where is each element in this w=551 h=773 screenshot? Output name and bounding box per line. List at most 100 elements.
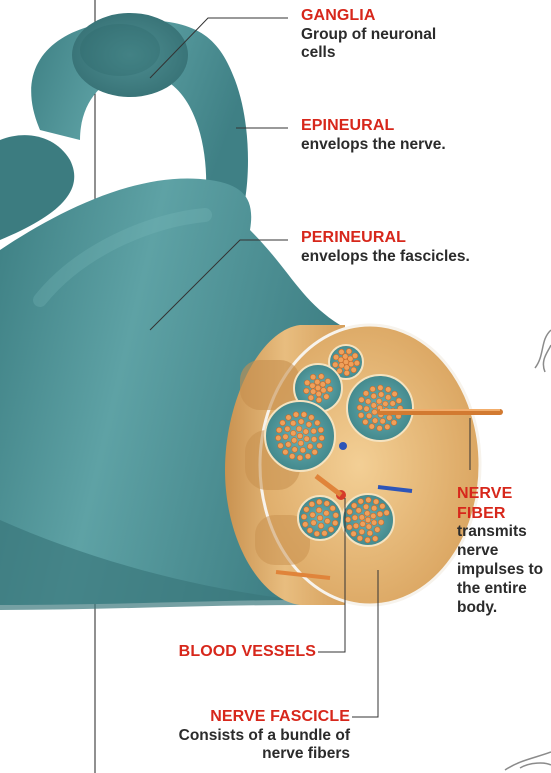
- nerve-fiber-dot: [385, 424, 391, 430]
- nerve-fiber-dot: [378, 520, 384, 526]
- nerve-fiber-dot: [280, 420, 286, 426]
- nerve-fiber-dot: [322, 531, 328, 537]
- nerve-fiber-dot: [317, 499, 323, 505]
- nerve-fiber-dot: [352, 515, 358, 521]
- nerve-fiber-dot: [291, 438, 297, 444]
- nerve-fiber-dot: [363, 419, 369, 425]
- nerve-fiber-dot: [286, 415, 292, 421]
- nerve-fiber-description: transmits nerve impulses to the entire b…: [457, 523, 549, 618]
- nerve-fiber-dot: [383, 401, 389, 407]
- nerve-fiber-dot: [317, 443, 323, 449]
- epineural-description: envelops the nerve.: [301, 136, 531, 155]
- nerve-fiber-dot: [396, 398, 402, 404]
- nerve-fiber-dot: [380, 418, 386, 424]
- nerve-fiber-dot: [371, 505, 377, 511]
- nerve-fiber-dot: [347, 524, 353, 530]
- nerve-fiber-dot: [387, 415, 393, 421]
- nerve-fiber-dot: [339, 349, 345, 355]
- nerve-fiber-dot: [344, 370, 350, 376]
- nerve-fiber-dot: [297, 455, 303, 461]
- nerve-fiber-dot: [298, 419, 304, 425]
- nerve-fiber-dot: [317, 515, 323, 521]
- nerve-fiber-dot: [363, 391, 369, 397]
- nerve-fiber-dot: [303, 522, 309, 528]
- nerve-fiber-dot: [353, 523, 359, 529]
- nerve-fiber-dot: [314, 531, 320, 537]
- background-neuron-sketch-top: [535, 330, 551, 372]
- nerve-fiber-dot: [310, 374, 316, 380]
- nerve-fiber-dot: [286, 442, 292, 448]
- nerve-fiber-dot: [352, 353, 358, 359]
- nerve-fiber-dot: [367, 530, 373, 536]
- nerve-fiber-dot: [371, 393, 377, 399]
- nerve-fiber-dot: [325, 379, 331, 385]
- nerve-fiber-dot: [304, 507, 310, 513]
- nerve-fiber-dot: [360, 521, 366, 527]
- nerve-fiber-dot: [304, 380, 310, 386]
- nerve-fiber-dot: [304, 436, 310, 442]
- nerve-fiber-dot: [307, 444, 313, 450]
- nerve-fiber-dot: [369, 424, 375, 430]
- nerve-fiber-dot: [332, 520, 338, 526]
- nerve-fiber-label: NERVE FIBER transmits nerve impulses to …: [457, 484, 549, 618]
- perineural-description: envelops the fascicles.: [301, 248, 541, 267]
- nerve-fiber-dot: [377, 425, 383, 431]
- nerve-fiber-dot: [377, 511, 383, 517]
- nerve-fiber-dot: [333, 354, 339, 360]
- perineural-title: PERINEURAL: [301, 228, 541, 248]
- nerve-fiber-dot: [318, 523, 324, 529]
- nerve-fiber-dot: [364, 511, 370, 517]
- nerve-fiber-dot: [385, 395, 391, 401]
- nerve-fiber-dot: [365, 517, 371, 523]
- nerve-fiber-dot: [364, 406, 370, 412]
- nerve-fiber-dot: [347, 509, 353, 515]
- nerve-fiber-dot: [344, 365, 350, 371]
- nerve-fiber-dot: [309, 501, 315, 507]
- nerve-fiber-dot: [285, 426, 291, 432]
- nerve-fiber-dot: [324, 394, 330, 400]
- nerve-fiber-dot: [356, 508, 362, 514]
- nerve-fiber-dot: [392, 391, 398, 397]
- ganglion-texture: [80, 24, 160, 76]
- nerve-fiber-dot: [307, 528, 313, 534]
- nerve-fiber-dot: [390, 401, 396, 407]
- nerve-fiber-dot: [375, 527, 381, 533]
- nerve-fiber-dot: [359, 397, 365, 403]
- nerve-fascicle-label: NERVE FASCICLE Consists of a bundle of n…: [120, 707, 350, 764]
- nerve-fiber-dot: [306, 422, 312, 428]
- nerve-fiber-dot: [278, 443, 284, 449]
- nerve-fiber-dot: [291, 430, 297, 436]
- nerve-fiber-dot: [330, 506, 336, 512]
- nerve-fiber-dot: [343, 354, 349, 360]
- nerve-fiber-dot: [324, 510, 330, 516]
- nerve-fiber-dot: [310, 383, 316, 389]
- nerve-fiber-dot: [315, 420, 321, 426]
- ganglia-description: Group of neuronal cells: [301, 26, 466, 64]
- nerve-fiber-dot: [363, 504, 369, 510]
- nerve-fiber-dot: [328, 527, 334, 533]
- nerve-fiber-dot: [283, 434, 289, 440]
- epineural-title: EPINEURAL: [301, 116, 531, 136]
- nerve-fiber-dot: [308, 395, 314, 401]
- nerve-fiber-dot: [309, 415, 315, 421]
- nerve-fiber-dot: [321, 388, 327, 394]
- nerve-fiber-dot: [283, 449, 289, 455]
- ganglia-label: GANGLIA Group of neuronal cells: [301, 6, 501, 63]
- nerve-fiber-dot: [319, 374, 325, 380]
- nerve-fiber-dot: [351, 531, 357, 537]
- nerve-fiber-dot: [276, 435, 282, 441]
- epineural-label: EPINEURAL envelops the nerve.: [301, 116, 531, 154]
- nerve-fiber-dot: [376, 399, 382, 405]
- nerve-fiber-dot: [354, 360, 360, 366]
- nerve-fiber-dot: [292, 447, 298, 453]
- nerve-fiber-dot: [301, 514, 307, 520]
- nerve-fiber-dot: [358, 499, 364, 505]
- nerve-fiber-dot: [290, 420, 296, 426]
- nerve-fiber-dot: [366, 524, 372, 530]
- nerve-fiber-dot: [372, 418, 378, 424]
- nerve-fiber-dot: [327, 386, 333, 392]
- nerve-fiber-dot: [359, 515, 365, 521]
- nerve-fiber-dot: [296, 426, 302, 432]
- nerve-fiber-title-line1: NERVE: [457, 484, 549, 504]
- nerve-fiber-dot: [358, 413, 364, 419]
